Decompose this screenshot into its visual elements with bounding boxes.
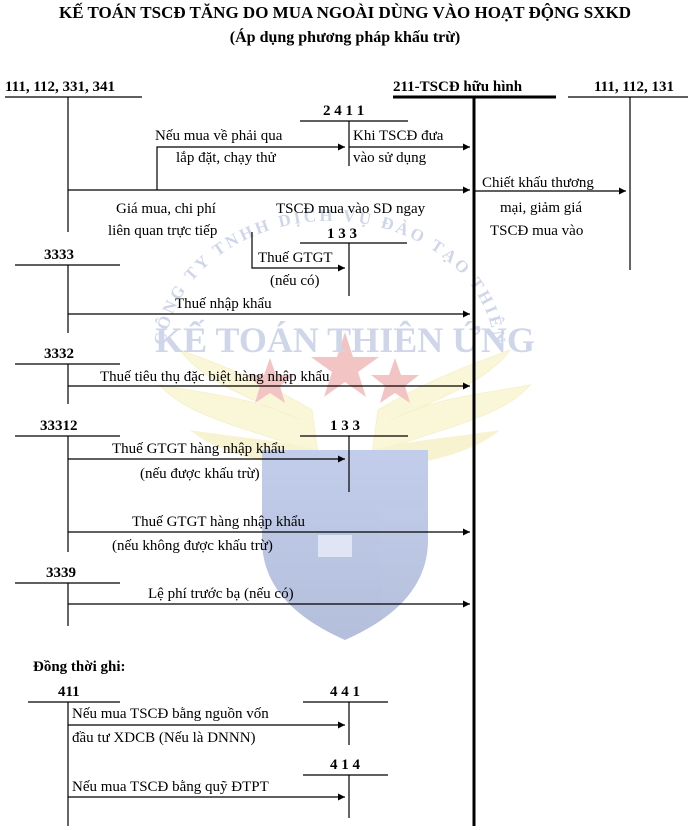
label-import-tax: Thuế nhập khẩu [175,296,272,312]
label-discount-3: TSCĐ mua vào [490,223,583,239]
label-discount-2: mại, giảm giá [500,200,582,216]
account-right: 111, 112, 131 [594,79,674,95]
account-133-mid: 1 3 3 [330,418,360,434]
label-xdcb-1: Nếu mua TSCĐ bằng nguồn vốn [72,706,269,722]
account-2411: 2 4 1 1 [323,103,364,119]
account-411: 411 [58,684,80,700]
label-import-vat-ded-1: Thuế GTGT hàng nhập khẩu [112,441,286,457]
label-discount-1: Chiết khấu thương [482,175,594,191]
label-registration-fee: Lệ phí trước bạ (nếu có) [148,586,294,602]
account-3332: 3332 [44,346,74,362]
label-install-1: Nếu mua về phải qua [155,128,283,144]
account-main: 211-TSCĐ hữu hình [393,79,523,95]
label-price-1: Giá mua, chi phí [116,201,216,217]
watermark-stars [246,332,419,403]
label-direct: TSCĐ mua vào SD ngay [276,201,426,217]
account-source: 111, 112, 331, 341 [5,79,115,95]
watermark-monitor [318,535,352,557]
label-import-vat-nd-1: Thuế GTGT hàng nhập khẩu [132,514,306,530]
diagram-subtitle: (Áp dụng phương pháp khấu trừ) [230,27,460,46]
account-33312: 33312 [40,418,78,434]
arrow-install [156,143,345,190]
label-price-2: liên quan trực tiếp [108,223,217,239]
account-414: 4 1 4 [330,757,361,773]
arrow-vat [251,232,345,272]
label-use-1: Khi TSCĐ đưa [353,128,444,144]
label-import-vat-nd-2: (nếu không được khấu trừ) [112,538,273,554]
label-vat-1: Thuế GTGT [258,250,333,266]
diagram-title: KẾ TOÁN TSCĐ TĂNG DO MUA NGOÀI DÙNG VÀO … [59,3,631,22]
label-dtpt: Nếu mua TSCĐ bằng quỹ ĐTPT [72,779,269,795]
label-xdcb-2: đầu tư XDCB (Nếu là DNNN) [72,730,256,746]
label-import-vat-ded-2: (nếu được khấu trừ) [140,466,260,482]
account-441: 4 4 1 [330,684,360,700]
label-use-2: vào sử dụng [353,150,427,166]
account-3339: 3339 [46,565,76,581]
label-vat-2: (nếu có) [270,273,320,289]
watermark-shield [262,450,428,640]
account-3333: 3333 [44,247,74,263]
label-excise-tax: Thuế tiêu thụ đặc biệt hàng nhập khẩu [100,369,330,385]
account-133-top: 1 3 3 [327,226,357,242]
label-install-2: lắp đặt, chạy thử [176,150,277,166]
watermark-brand: KẾ TOÁN THIÊN ỨNG [155,320,535,360]
label-simultaneous: Đồng thời ghi: [33,659,126,675]
